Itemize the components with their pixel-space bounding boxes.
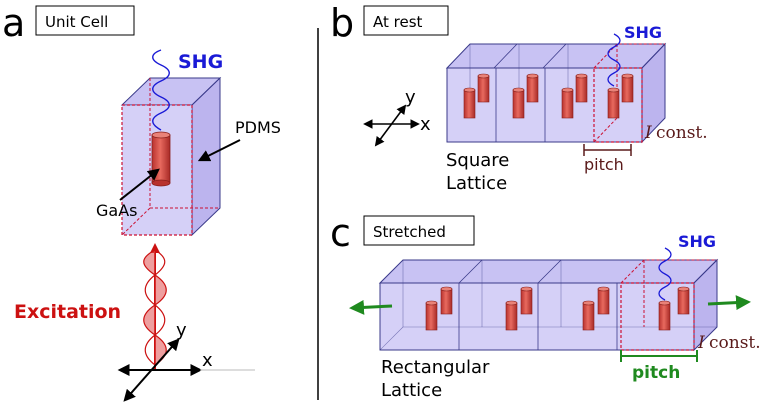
panel-a-label: Unit Cell xyxy=(45,13,108,31)
rect-lattice-line2: Lattice xyxy=(381,380,442,401)
panel-a-letter: a xyxy=(2,1,25,45)
axis-x-label-a: x xyxy=(202,350,213,371)
gaas-pillar xyxy=(151,131,171,187)
panel-b-label: At rest xyxy=(373,13,423,31)
rect-lattice-line1: Rectangular xyxy=(381,357,490,378)
shg-label-b: SHG xyxy=(624,23,662,42)
axis-y-label-b: y xyxy=(405,87,416,108)
shg-wave-c xyxy=(658,247,672,301)
panel-b-letter: b xyxy=(330,1,354,45)
shg-label-c: SHG xyxy=(678,232,716,251)
panel-c: c Stretched xyxy=(330,211,761,401)
const-label-b: const. xyxy=(656,123,708,143)
square-lattice-line2: Lattice xyxy=(446,173,507,194)
const-symbol-b: I xyxy=(644,123,652,143)
const-label-c: const. xyxy=(709,333,761,353)
excitation-label: Excitation xyxy=(14,301,121,323)
pitch-label-c: pitch xyxy=(632,363,680,383)
axis-x-label-b: x xyxy=(420,114,431,135)
axis-y-label-a: y xyxy=(176,320,187,341)
shg-wave-b xyxy=(607,33,621,87)
panel-a-label-box xyxy=(35,5,135,36)
panel-b: b At rest xyxy=(330,1,708,194)
square-lattice-line1: Square xyxy=(446,150,509,171)
pillars-c xyxy=(425,286,690,331)
pitch-bracket-c xyxy=(620,350,698,362)
stretch-arrow-left xyxy=(349,299,393,315)
panel-b-label-box xyxy=(363,5,449,36)
pillars-b xyxy=(463,73,634,119)
shg-wave-a xyxy=(152,49,170,131)
axes-a xyxy=(117,338,255,402)
pitch-label-b: pitch xyxy=(584,155,624,174)
gaas-label: GaAs xyxy=(96,201,137,220)
excitation-beam xyxy=(143,243,167,370)
panel-c-label: Stretched xyxy=(373,223,446,241)
pdms-label: PDMS xyxy=(235,118,281,137)
panel-c-label-box xyxy=(363,215,475,246)
gaas-arrow xyxy=(119,168,160,201)
panel-c-letter: c xyxy=(330,211,351,255)
stretch-arrow-right xyxy=(707,295,751,311)
axes-b xyxy=(363,104,420,147)
pitch-bracket-b xyxy=(583,144,632,156)
panel-a: a Unit Cell SHG PDMS GaAs xyxy=(2,1,281,402)
shg-label-a: SHG xyxy=(178,51,223,73)
const-symbol-c: I xyxy=(697,333,705,353)
pdms-arrow xyxy=(197,139,241,162)
